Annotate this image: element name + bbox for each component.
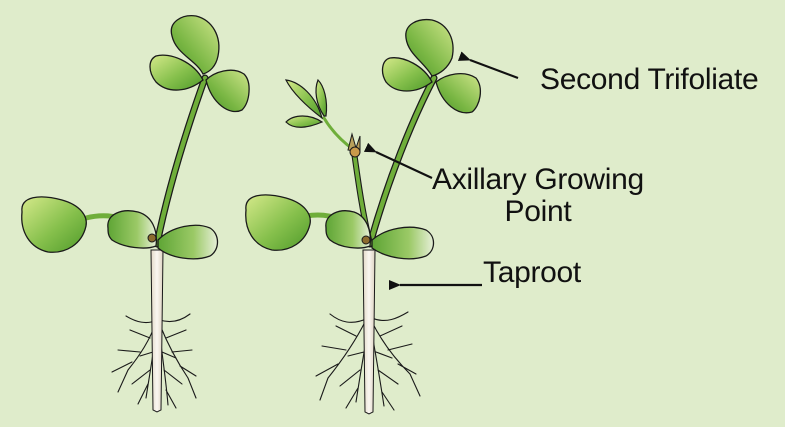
left-taproot xyxy=(151,250,163,412)
label-taproot: Taproot xyxy=(483,257,581,289)
label-second-trifoliate: Second Trifoliate xyxy=(540,64,758,96)
label-axillary-line1: Axillary Growing xyxy=(432,164,644,196)
label-axillary-line2: Point xyxy=(432,196,644,228)
label-axillary-growing-point: Axillary Growing Point xyxy=(432,164,644,228)
right-taproot xyxy=(363,250,375,414)
